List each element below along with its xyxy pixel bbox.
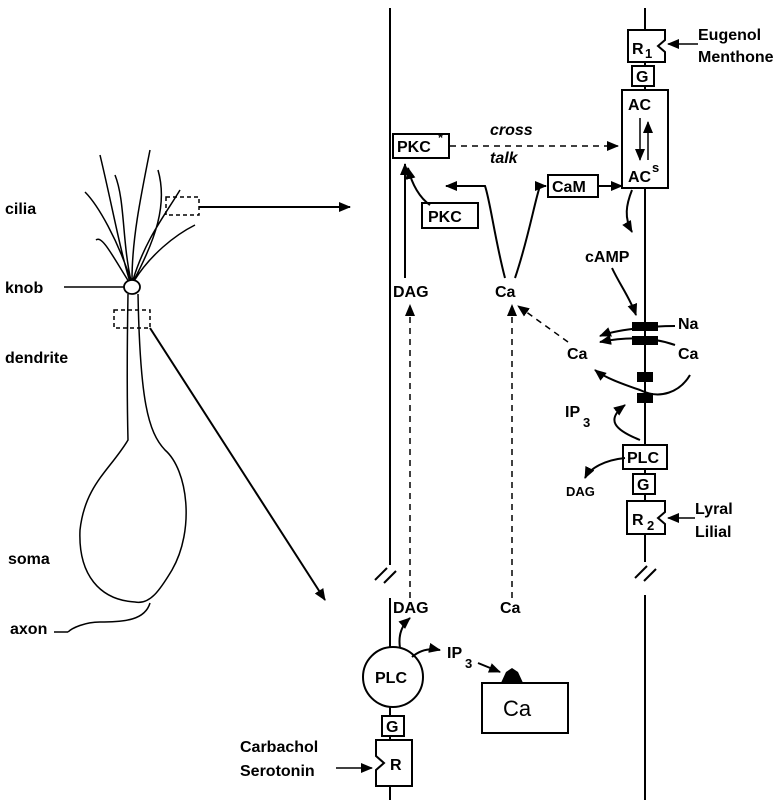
svg-text:*: * [438,130,444,145]
dag-lower-label: DAG [393,600,429,617]
ca-store: Ca [481,668,569,734]
svg-text:AC: AC [628,97,652,114]
pkc-active-box: PKC * [392,130,450,159]
cilia-strands [84,149,196,283]
serotonin-label: Serotonin [240,763,315,780]
ca-channel-left-label: Ca [567,346,588,363]
r-receptor-bottom: R [375,739,413,787]
carbachol-label: Carbachol [240,739,318,756]
ip3-lower-label: IP [447,645,462,662]
ip3-right-label: IP [565,404,580,421]
dag-right-label: DAG [566,484,595,499]
ip3-lower-sub: 3 [465,656,472,671]
dendrite-soma-axon-outline [79,293,187,604]
plc-right-box: PLC [622,444,668,470]
ca-upper-label: Ca [495,284,516,301]
cam-box: CaM [547,174,599,198]
svg-text:R: R [632,41,644,58]
cilia-zoom-box [165,196,200,216]
g-protein-top: G [631,65,655,87]
svg-text:AC: AC [628,169,652,186]
svg-text:G: G [386,719,398,736]
soma-label: soma [8,551,50,568]
ip3-right-sub: 3 [583,415,590,430]
dendrite-zoom-box [113,309,151,329]
dendrite-label: dendrite [5,350,68,367]
cilia-label: cilia [5,201,36,218]
svg-text:R: R [390,757,402,774]
axon-label: axon [10,621,47,638]
svg-text:s: s [652,160,659,175]
r1-receptor: R 1 [627,29,666,63]
r2-receptor: R 2 [626,500,666,535]
ca-lower-label: Ca [500,600,521,617]
svg-text:PLC: PLC [627,450,659,467]
svg-text:G: G [636,69,648,86]
talk-label: talk [490,150,519,167]
svg-text:PKC: PKC [428,209,462,226]
eugenol-label: Eugenol [698,27,761,44]
svg-text:1: 1 [645,46,652,61]
menthone-label: Menthone [698,49,774,66]
neuron-drawing [54,149,351,633]
ca-channel-right-label: Ca [678,346,699,363]
axon-line [67,602,151,633]
cross-label: cross [490,122,533,139]
lyral-label: Lyral [695,501,733,518]
svg-text:G: G [637,477,649,494]
g-protein-bottom: G [381,715,405,737]
svg-text:Ca: Ca [503,696,532,721]
dag-upper-label: DAG [393,284,429,301]
lilial-label: Lilial [695,524,731,541]
knob-label: knob [5,280,43,297]
svg-text:R: R [632,512,644,529]
knob [123,279,141,295]
dendrite-zoom-arrow [149,327,326,601]
adenylyl-cyclase: AC AC s [621,89,669,189]
svg-text:2: 2 [647,518,654,533]
pkc-box: PKC [421,202,479,229]
svg-text:PLC: PLC [375,670,407,687]
camp-label: cAMP [585,249,630,266]
plc-circle: PLC [362,646,424,708]
svg-text:PKC: PKC [397,139,431,156]
svg-text:CaM: CaM [552,179,586,196]
na-label: Na [678,316,699,333]
g-protein-right: G [632,473,656,495]
